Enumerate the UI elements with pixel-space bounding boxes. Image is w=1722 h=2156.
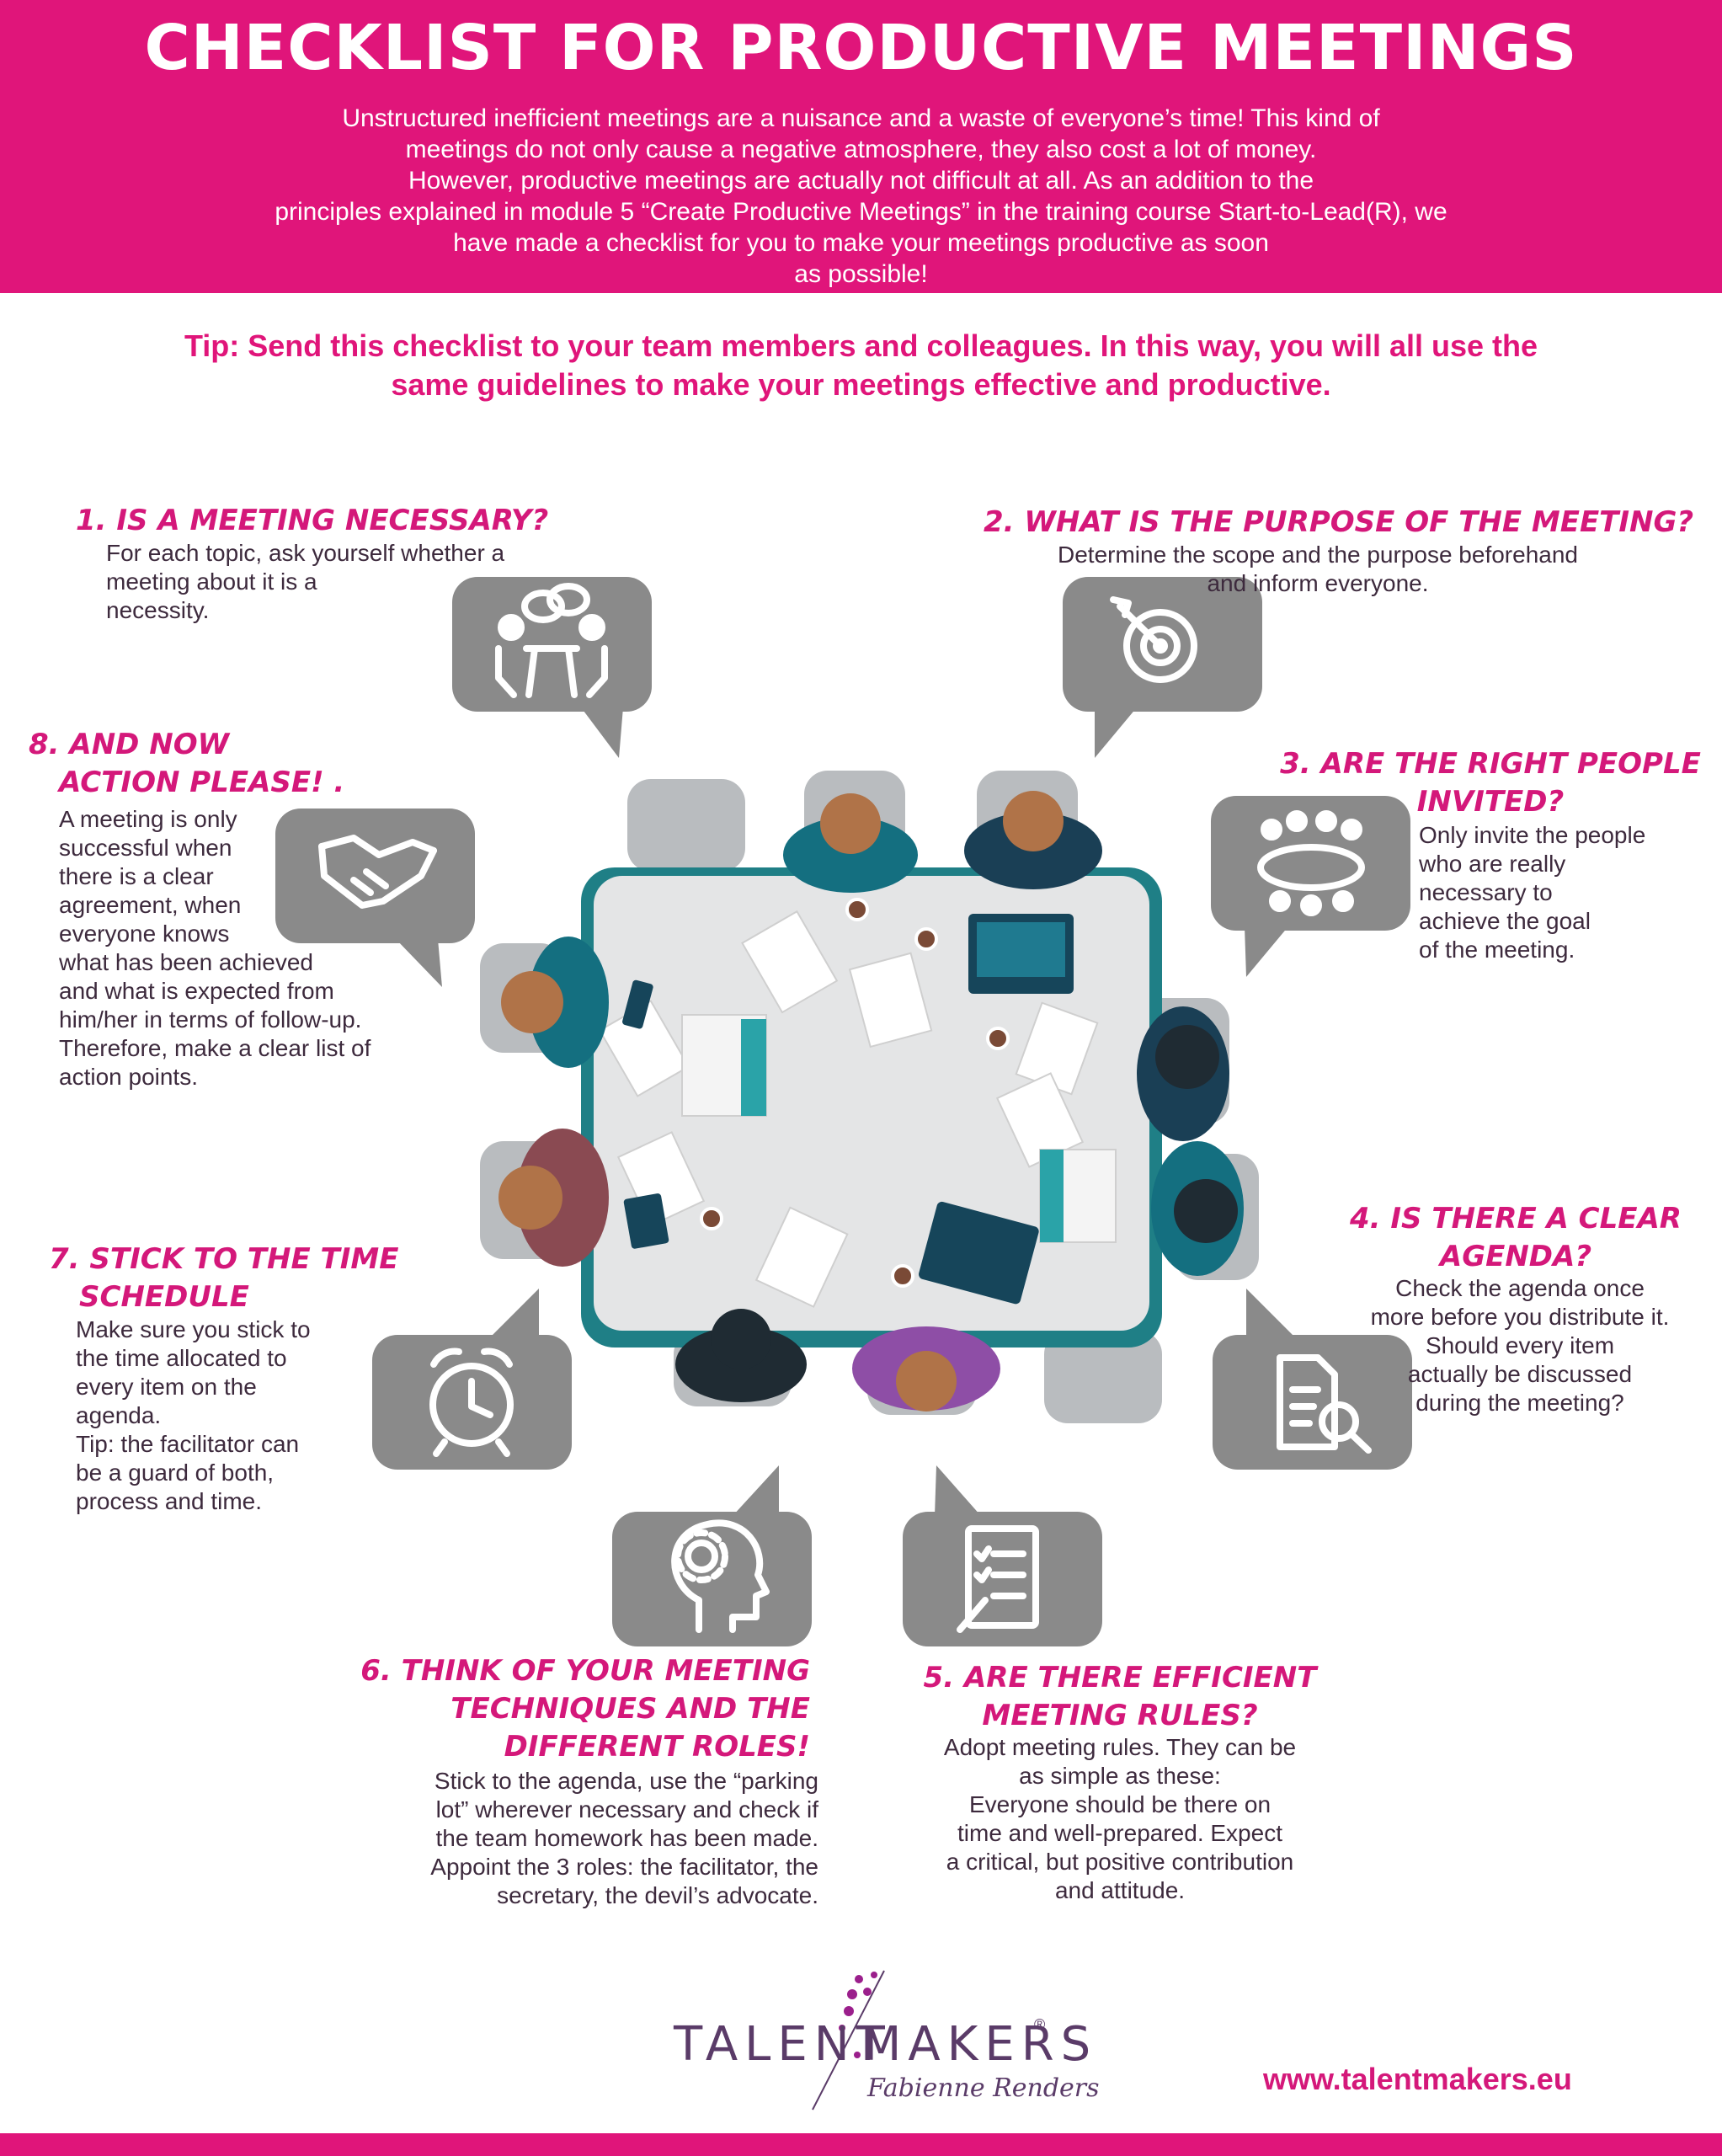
bubble-5 [903,1465,1102,1646]
item8-body: A meeting is only successful when there … [59,806,371,1090]
bubble-2 [1063,577,1262,758]
website-link[interactable]: www.talentmakers.eu [1263,2062,1572,2096]
logo-talent-text: TALENT [674,2017,892,2072]
item3-title: 3. ARE THE RIGHT PEOPLE INVITED? [1280,747,1701,819]
checklist-icon [957,1525,1039,1633]
logo-registered-mark: ® [1034,2016,1046,2033]
header-banner: CHECKLIST FOR PRODUCTIVE MEETINGS Unstru… [0,0,1722,293]
item2-body: Determine the scope and the purpose befo… [1058,542,1578,596]
item5-title: 5. ARE THERE EFFICIENT MEETING RULES? [923,1661,1317,1732]
item2-title: 2. WHAT IS THE PURPOSE OF THE MEETING? [984,505,1694,539]
item1-title: 1. IS A MEETING NECESSARY? [76,504,549,537]
item6-title: 6. THINK OF YOUR MEETING TECHNIQUES AND … [360,1654,810,1764]
bubble-6 [612,1465,812,1646]
alarm-clock-icon [429,1348,514,1457]
tip-text: Tip: Send this checklist to your team me… [184,328,1538,402]
item4-body: Check the agenda once more before you di… [1370,1275,1670,1416]
laptops [622,914,1117,1305]
bubble-4 [1213,1289,1412,1470]
people [498,791,1244,1412]
logo-dots [839,1972,877,2058]
group-table-icon [1257,810,1365,916]
footer-bar [0,2133,1722,2156]
intro-text: Unstructured inefficient meetings are a … [275,104,1447,288]
handshake-icon [318,835,437,909]
head-gear-icon [671,1519,770,1633]
page-title: CHECKLIST FOR PRODUCTIVE MEETINGS [144,12,1578,84]
document-search-icon [1277,1354,1372,1454]
item7-title: 7. STICK TO THE TIME SCHEDULE [49,1242,399,1314]
logo-slash [812,1970,885,2111]
item4-title: 4. IS THERE A CLEAR AGENDA? [1350,1202,1682,1273]
item6-body: Stick to the agenda, use the “parking lo… [430,1768,818,1908]
target-icon [1110,596,1197,683]
item8-title: 8. AND NOW ACTION PLEASE! . [29,728,345,799]
item5-body: Adopt meeting rules. They can be as simp… [943,1734,1297,1903]
logo-signature: Fabienne Renders [867,2073,1100,2103]
item3-body: Only invite the people who are really ne… [1419,822,1646,963]
logo-makers-text: MAKERS [861,2017,1098,2072]
coffee-cups [700,898,1010,1288]
item1-body: For each topic, ask yourself whether a m… [106,540,505,623]
meeting-discussion-icon [495,583,608,698]
item7-body: Make sure you stick to the time allocate… [76,1316,311,1514]
